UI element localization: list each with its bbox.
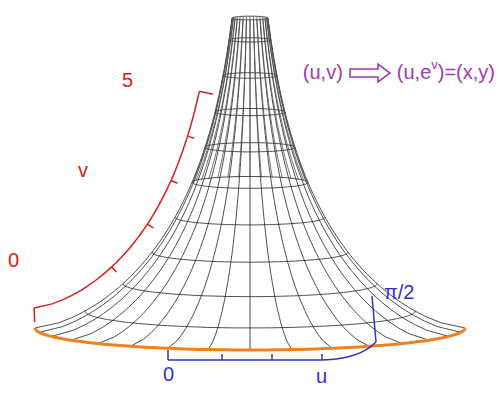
meridian-line: [254, 20, 292, 350]
v-ruler-tick: [112, 267, 117, 272]
v-axis-ruler: [34, 91, 213, 322]
u-ruler-tick: [167, 350, 169, 360]
v-ruler-tick: [188, 136, 195, 138]
meridian-line: [208, 20, 246, 350]
hollow-arrow-outline: [350, 64, 390, 82]
u-ruler-line: [168, 342, 376, 360]
meridian-line: [98, 19, 237, 343]
base-rim: [35, 328, 465, 350]
back-meridian-line: [193, 18, 233, 183]
meridian-line: [35, 18, 232, 328]
v-ruler-tick: [148, 224, 154, 228]
back-meridian-line: [196, 17, 233, 181]
back-meridian-line: [201, 17, 235, 180]
formula-text: (u,e: [397, 62, 431, 82]
axis-value: π/2: [384, 282, 414, 302]
hollow-arrow: [348, 62, 392, 84]
meridian-line: [131, 20, 240, 347]
back-meridian-line: [239, 16, 247, 177]
back-meridian-line: [267, 17, 304, 181]
meridian-line: [71, 19, 235, 340]
axis-value: 5: [122, 70, 133, 90]
u-ruler-tick: [321, 354, 323, 360]
v-ruler-line: [34, 91, 199, 308]
formula-text: )=(x,y): [438, 62, 495, 82]
formula-superscript: v: [431, 58, 438, 71]
meridian-line: [267, 19, 449, 337]
axis-value: 0: [8, 250, 19, 270]
mapping-formula: (u,v) (u,e v )=(x,y): [303, 62, 495, 84]
u-ruler-tick: [271, 354, 273, 360]
u-axis-ruler: [168, 296, 376, 360]
meridian-line: [268, 18, 465, 328]
u-ruler-tick: [221, 354, 223, 360]
back-meridian-line: [250, 16, 251, 177]
v-ruler-tick: [33, 308, 35, 322]
wireframe: [35, 16, 465, 350]
axis-name: u: [316, 366, 327, 386]
meridian-line: [263, 19, 402, 343]
back-meridian-line: [268, 18, 308, 183]
v-ruler-tick: [171, 181, 178, 184]
meridian-line: [51, 19, 233, 337]
axis-name: v: [78, 160, 88, 180]
u-ruler-end-tick: [372, 296, 376, 342]
axis-value: 0: [163, 364, 174, 384]
back-meridian-line: [254, 16, 262, 177]
back-meridian-line: [218, 17, 240, 179]
v-ruler-tick: [199, 91, 213, 94]
formula-text: (u,v): [303, 62, 343, 82]
